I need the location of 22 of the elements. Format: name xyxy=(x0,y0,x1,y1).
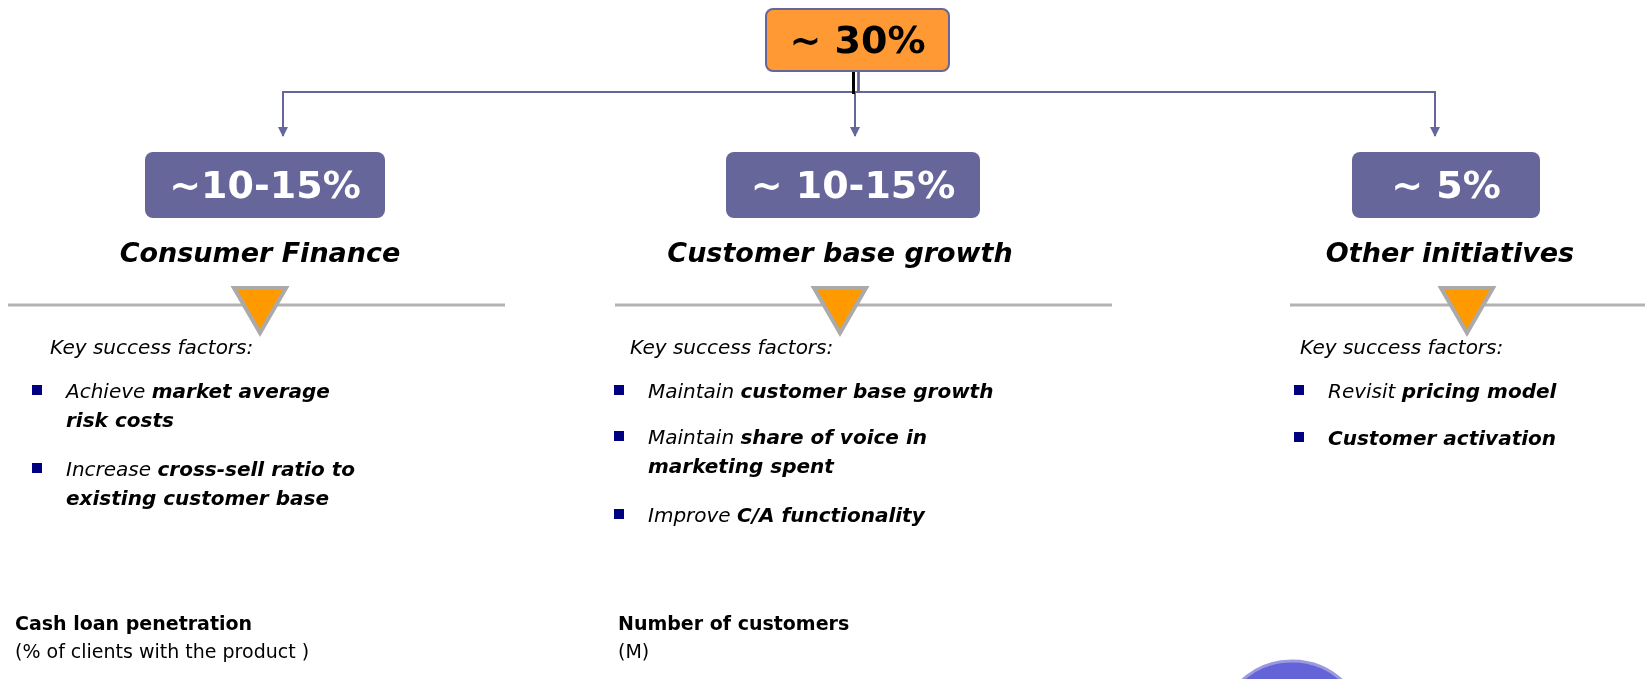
chart-subheading: (% of clients with the product ) xyxy=(15,640,311,663)
bullet-text: Achieve market average risk costs xyxy=(66,378,331,434)
connector-arrow xyxy=(857,71,1440,137)
section-subheading: Key success factors: xyxy=(50,334,255,361)
section-subheading: Key success factors: xyxy=(1300,334,1505,361)
section-subheading: Key success factors: xyxy=(630,334,835,361)
total-percentage-box: ~ 30% xyxy=(765,8,950,72)
category-heading: Consumer Finance xyxy=(119,237,401,268)
bullet-text: Maintain customer base growth xyxy=(648,378,995,405)
chart-heading: Number of customers xyxy=(618,612,851,635)
bullet-text: Increase cross-sell ratio to existing customer base xyxy=(66,456,356,512)
bullet-text: Revisit pricing model xyxy=(1328,378,1558,405)
category-heading: Customer base growth xyxy=(667,237,1013,268)
bullet-text: Customer activation xyxy=(1328,425,1558,452)
chart-subheading: (M) xyxy=(618,640,651,663)
percentage-box: ~ 5% xyxy=(1352,152,1540,218)
percentage-box: ~10-15% xyxy=(145,152,385,218)
chart-heading: Cash loan penetration xyxy=(15,612,254,635)
bullet-text: Maintain share of voice in marketing spent xyxy=(648,424,928,480)
category-heading: Other initiatives xyxy=(1325,237,1575,268)
bullet-text: Improve C/A functionality xyxy=(648,502,927,529)
percentage-box: ~ 10-15% xyxy=(726,152,980,218)
